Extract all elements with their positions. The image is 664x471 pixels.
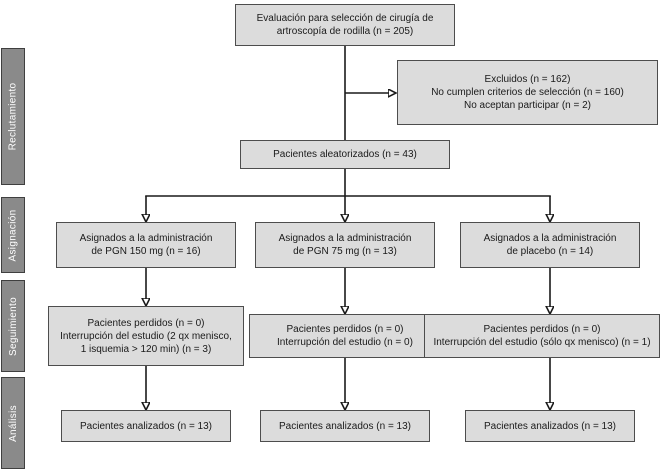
- box-assigned-pgn150: Asignados a la administración de PGN 150…: [56, 222, 236, 268]
- stage-tab-label: Reclutamiento: [7, 82, 19, 151]
- box-analyzed-pgn150: Pacientes analizados (n = 13): [61, 410, 231, 442]
- box-line: Pacientes analizados (n = 13): [79, 420, 213, 432]
- box-line: Interrupción del estudio (2 qx menisco,: [60, 330, 232, 342]
- box-line: Excluidos (n = 162): [484, 74, 571, 85]
- stage-tab-analisis: Análisis: [1, 377, 25, 469]
- box-analyzed-pgn75: Pacientes analizados (n = 13): [260, 410, 430, 442]
- box-line: No aceptan participar (n = 2): [463, 100, 591, 111]
- stage-tab-label: Análisis: [7, 404, 19, 442]
- stage-tab-label: Asignación: [7, 209, 19, 261]
- box-randomized: Pacientes aleatorizados (n = 43): [240, 140, 450, 169]
- stage-tab-label: Seguimiento: [7, 296, 19, 356]
- box-line: Pacientes perdidos (n = 0): [483, 324, 601, 335]
- box-line: Pacientes aleatorizados (n = 43): [273, 149, 417, 160]
- box-line: Pacientes perdidos (n = 0): [286, 324, 404, 335]
- box-line: Asignados a la administración: [79, 233, 213, 244]
- box-line: Pacientes analizados (n = 13): [483, 420, 617, 432]
- box-line: artroscopía de rodilla (n = 205): [276, 26, 414, 37]
- box-assigned-pgn75: Asignados a la administración de PGN 75 …: [255, 222, 435, 268]
- stage-tab-asignacion: Asignación: [1, 197, 25, 273]
- box-line: 1 isquemia > 120 min) (n = 3): [80, 343, 212, 355]
- stage-tab-reclutamiento: Reclutamiento: [1, 48, 25, 185]
- box-line: Evaluación para selección de cirugía de: [256, 13, 434, 24]
- box-line: Interrupción del estudio (n = 0): [277, 337, 413, 348]
- box-line: Pacientes perdidos (n = 0): [87, 317, 205, 329]
- box-line: de PGN 75 mg (n = 13): [293, 246, 397, 257]
- box-followup-pgn75: Pacientes perdidos (n = 0) Interrupción …: [249, 314, 441, 358]
- box-excluded: Excluidos (n = 162) No cumplen criterios…: [397, 60, 658, 125]
- box-line: Interrupción del estudio (sólo qx menisc…: [433, 337, 651, 348]
- box-line: de PGN 150 mg (n = 16): [91, 246, 201, 257]
- box-line: Pacientes analizados (n = 13): [278, 420, 412, 432]
- box-line: No cumplen criterios de selección (n = 1…: [431, 87, 624, 98]
- box-line: Asignados a la administración: [483, 233, 617, 244]
- box-followup-placebo: Pacientes perdidos (n = 0) Interrupción …: [424, 314, 660, 358]
- box-followup-pgn150: Pacientes perdidos (n = 0) Interrupción …: [48, 306, 244, 366]
- box-screening: Evaluación para selección de cirugía de …: [235, 4, 455, 46]
- stage-tab-seguimiento: Seguimiento: [1, 280, 25, 372]
- box-assigned-placebo: Asignados a la administración de placebo…: [460, 222, 640, 268]
- box-analyzed-placebo: Pacientes analizados (n = 13): [465, 410, 635, 442]
- box-line: Asignados a la administración: [278, 233, 412, 244]
- box-line: de placebo (n = 14): [506, 246, 594, 257]
